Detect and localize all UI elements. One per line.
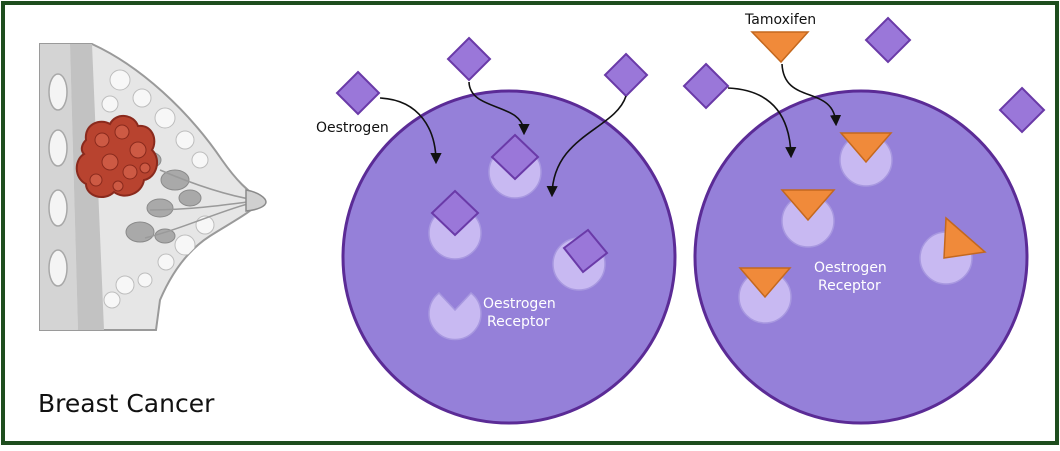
chest-wall bbox=[40, 44, 78, 330]
free-oestrogen bbox=[864, 16, 912, 64]
free-oestrogen bbox=[335, 70, 381, 116]
tumor bbox=[75, 115, 159, 199]
free-oestrogen bbox=[446, 36, 492, 82]
tamoxifen-label: Tamoxifen bbox=[744, 12, 816, 28]
free-tamoxifen bbox=[750, 31, 810, 64]
bound-oestrogen bbox=[562, 228, 609, 274]
free-oestrogen bbox=[998, 86, 1046, 134]
middle-cell: Oestrogen Receptor bbox=[341, 89, 677, 425]
tamoxifen-path-arrow bbox=[781, 63, 842, 127]
cell-body bbox=[693, 89, 1029, 425]
receptor-label-line1: Oestrogen bbox=[483, 296, 556, 312]
empty-oestrogen-receptor bbox=[428, 291, 482, 341]
rib-1 bbox=[48, 73, 68, 111]
breast-illustration bbox=[39, 43, 267, 331]
bound-oestrogen bbox=[430, 189, 480, 237]
rib-2 bbox=[48, 129, 68, 167]
cell-body bbox=[341, 89, 677, 425]
bound-tamoxifen bbox=[839, 132, 893, 164]
bound-tamoxifen bbox=[738, 267, 792, 299]
fatty-tissue bbox=[101, 69, 215, 309]
rib-3 bbox=[48, 189, 68, 227]
oestrogen-path-arrow bbox=[468, 81, 530, 136]
right-cell: Oestrogen Receptor bbox=[693, 89, 1029, 425]
oestrogen-path-arrow bbox=[727, 87, 797, 159]
bound-tamoxifen bbox=[943, 216, 987, 259]
oestrogen-path-arrow bbox=[379, 97, 442, 165]
receptor-label-line1: Oestrogen bbox=[814, 260, 887, 276]
nipple bbox=[245, 189, 267, 212]
oestrogen-path-arrow bbox=[546, 95, 627, 198]
oestrogen-label: Oestrogen bbox=[316, 120, 389, 136]
receptor-label-line2: Receptor bbox=[818, 278, 881, 294]
rib-4 bbox=[48, 249, 68, 287]
bound-oestrogen bbox=[490, 133, 540, 181]
breast-cancer-title: Breast Cancer bbox=[38, 389, 215, 418]
bound-tamoxifen bbox=[780, 189, 836, 222]
free-oestrogen bbox=[682, 62, 730, 110]
receptor-label-line2: Receptor bbox=[487, 314, 550, 330]
